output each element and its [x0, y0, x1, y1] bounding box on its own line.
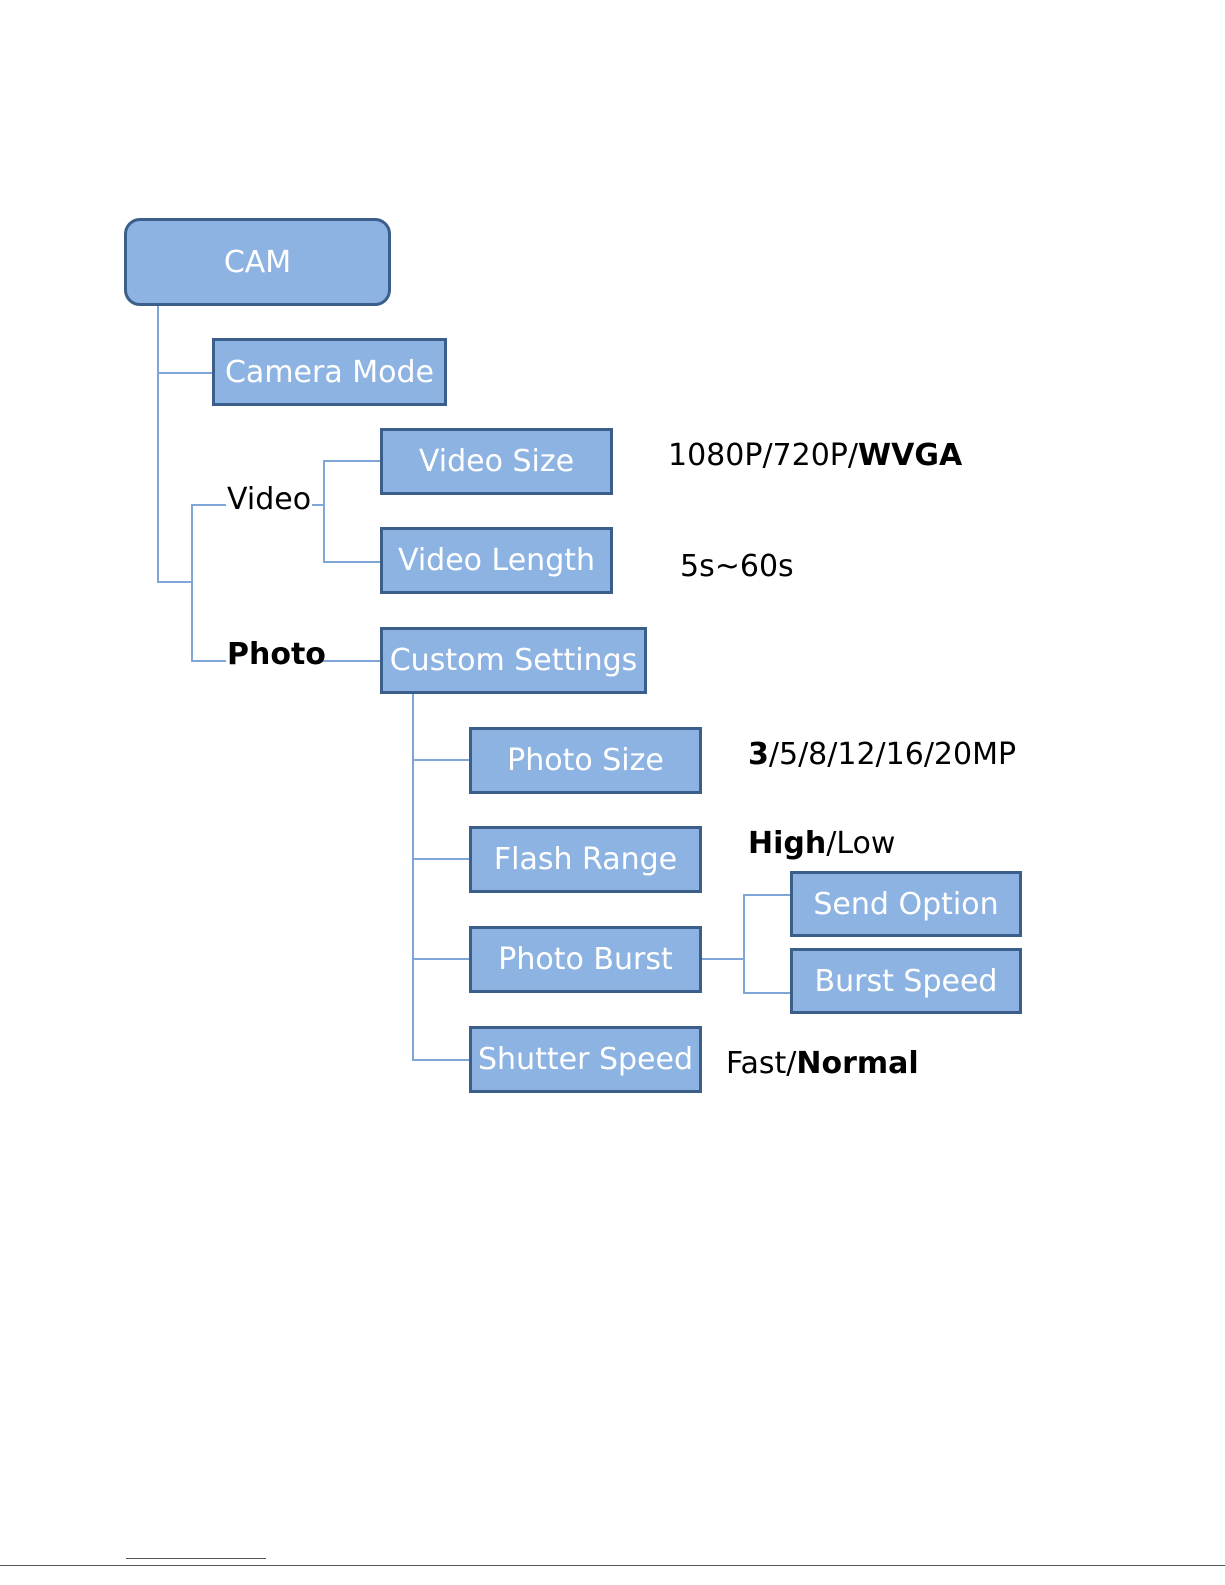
video-size-node: Video Size: [380, 428, 613, 495]
photo-size-options: 3/5/8/12/16/20MP: [748, 740, 1016, 770]
photo-size-options-normal: /5/8/12/16/20MP: [769, 737, 1016, 772]
send-option-label: Send Option: [813, 887, 998, 922]
photo-size-options-default: 3: [748, 737, 769, 772]
burst-speed-label: Burst Speed: [815, 964, 998, 999]
flash-range-node: Flash Range: [469, 826, 702, 893]
video-length-node: Video Length: [380, 527, 613, 594]
cam-root-label: CAM: [224, 245, 291, 280]
footer-rule-short: [126, 1558, 266, 1559]
shutter-speed-options-normal: Fast/: [726, 1046, 796, 1081]
photo-size-node: Photo Size: [469, 727, 702, 794]
video-length-range: 5s~60s: [680, 552, 794, 582]
flash-range-options: High/Low: [748, 829, 895, 859]
photo-size-label: Photo Size: [507, 743, 664, 778]
custom-settings-label: Custom Settings: [390, 643, 638, 678]
video-branch-label: Video: [227, 485, 311, 515]
shutter-speed-options: Fast/Normal: [726, 1049, 919, 1079]
custom-settings-node: Custom Settings: [380, 627, 647, 694]
cam-root-node: CAM: [124, 218, 391, 306]
video-size-label: Video Size: [419, 444, 574, 479]
send-option-node: Send Option: [790, 871, 1022, 937]
photo-branch-label: Photo: [227, 640, 326, 670]
video-length-label: Video Length: [398, 543, 595, 578]
video-size-options-default: WVGA: [858, 438, 962, 473]
flash-range-options-default: High: [748, 826, 826, 861]
flash-range-options-normal: /Low: [826, 826, 895, 861]
footer-rule-long: [0, 1565, 1225, 1566]
video-size-options-normal: 1080P/720P/: [668, 438, 858, 473]
camera-mode-node: Camera Mode: [212, 338, 447, 406]
shutter-speed-options-default: Normal: [796, 1046, 918, 1081]
shutter-speed-node: Shutter Speed: [469, 1026, 702, 1093]
burst-speed-node: Burst Speed: [790, 948, 1022, 1014]
shutter-speed-label: Shutter Speed: [478, 1042, 693, 1077]
photo-burst-label: Photo Burst: [498, 942, 672, 977]
photo-burst-node: Photo Burst: [469, 926, 702, 993]
camera-mode-label: Camera Mode: [225, 355, 434, 390]
flash-range-label: Flash Range: [494, 842, 677, 877]
video-size-options: 1080P/720P/WVGA: [668, 441, 962, 471]
